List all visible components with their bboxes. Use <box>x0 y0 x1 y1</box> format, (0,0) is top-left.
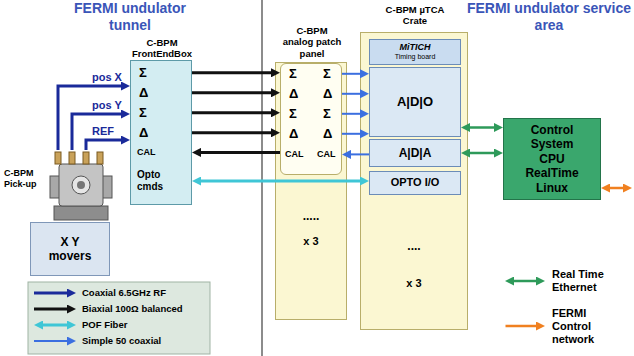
box-label: Control System CPU RealTime Linux <box>520 123 584 195</box>
coax-cable <box>342 73 365 75</box>
legend-line <box>506 325 541 328</box>
port-label: Σ <box>323 106 331 122</box>
port-label: CAL <box>285 149 304 160</box>
legend-text: Biaxial 100Ω balanced <box>82 303 206 314</box>
dac-board: A|D|A <box>369 139 461 167</box>
rf-coax-cable <box>86 140 126 150</box>
port-label: CAL <box>137 147 156 158</box>
legend-text: POF Fiber <box>82 319 206 330</box>
box-heading: C-BPM FrontEndBox <box>127 37 197 60</box>
adc-board: A|D|O <box>369 67 461 137</box>
rf-connector <box>97 152 103 164</box>
port-label: CAL <box>317 149 336 160</box>
ellipsis-mark: .... <box>361 239 467 253</box>
legend-text: Real Time Ethernet <box>552 268 618 294</box>
patch-panel: C-BPM analog patch panel.....x 3ΣΣΔΔΣΣΔΔ… <box>275 62 347 320</box>
legend-line <box>510 280 541 283</box>
biaxial-cable <box>197 151 281 154</box>
ellipsis-mark: ..... <box>276 209 346 223</box>
rf-connector <box>83 152 89 164</box>
port-label: Σ <box>139 65 147 81</box>
port-label: Σ <box>323 66 331 82</box>
port-label: Σ <box>139 105 147 121</box>
pickup-device: C-BPM Pick-up <box>50 150 112 222</box>
multiplier-label: x 3 <box>276 235 346 248</box>
legend-text: FERMI Control network <box>552 307 618 347</box>
coax-cable <box>342 113 365 115</box>
area-title: FERMI undulator service area <box>466 0 632 34</box>
legend-line <box>39 324 72 327</box>
signal-label: pos Y <box>92 99 122 112</box>
timing-board: MiTICHTiming board <box>369 39 461 65</box>
pickup-body <box>59 164 103 206</box>
legend-text: Coaxial 6.5GHz RF <box>82 287 206 298</box>
biaxial-cable <box>192 111 276 114</box>
biaxial-cable <box>192 131 276 134</box>
patch-connector-block: ΣΣΔΔΣΣΔΔCALCAL <box>280 63 342 175</box>
device-label: C-BPM Pick-up <box>4 168 48 190</box>
coax-cable <box>347 153 370 155</box>
box-label: X Y movers <box>44 235 96 264</box>
port-label: Opto cmds <box>137 169 169 193</box>
opto-board: OPTO I/O <box>369 171 461 195</box>
coax-cable <box>342 93 365 95</box>
cavity <box>72 176 90 194</box>
port-label: Δ <box>139 125 148 141</box>
box-heading: C-BPM analog patch panel <box>282 25 342 59</box>
port-label: Σ <box>289 66 297 82</box>
port-label: Δ <box>289 86 298 102</box>
board-name: A|D|O <box>397 94 433 110</box>
signal-label: pos X <box>92 71 122 84</box>
control-system-box: Control System CPU RealTime Linux <box>503 118 601 200</box>
board-subtitle: Timing board <box>395 53 436 61</box>
legend-panel <box>28 282 210 354</box>
frontend-box: C-BPM FrontEndBoxΣΔΣΔCALOpto cmds <box>130 60 192 205</box>
legend-line <box>34 292 72 295</box>
pickup-illustration <box>50 152 112 220</box>
area-divider <box>261 0 263 356</box>
rf-coax-cable <box>72 114 126 150</box>
port-label: Σ <box>289 106 297 122</box>
legend-text: Simple 50 coaxial <box>82 335 206 346</box>
signal-label: REF <box>92 125 114 138</box>
board-name: A|D|A <box>399 146 432 160</box>
rf-connector <box>69 152 75 164</box>
board-name: MiTICH <box>400 42 431 53</box>
ethernet-link <box>466 152 499 155</box>
multiplier-label: x 3 <box>361 277 467 290</box>
box-heading: C-BPM µTCA Crate <box>383 4 447 27</box>
pickup-mount <box>54 206 108 220</box>
biaxial-cable <box>192 91 276 94</box>
board-name: OPTO I/O <box>391 176 440 189</box>
fiber-link <box>197 180 365 183</box>
crate-box: C-BPM µTCA Crate....x 3MiTICHTiming boar… <box>360 32 468 330</box>
ethernet-link <box>466 126 499 129</box>
coax-cable <box>342 133 365 135</box>
port-label: Δ <box>323 86 332 102</box>
area-title: FERMI undulator tunnel <box>58 0 202 34</box>
port-label: Δ <box>289 126 298 142</box>
legend-line <box>34 340 72 342</box>
rf-connector <box>55 152 61 164</box>
rf-coax-cable <box>58 86 126 150</box>
beam-hole <box>77 181 85 189</box>
biaxial-cable <box>192 71 276 74</box>
port-label: Δ <box>323 126 332 142</box>
port-label: Δ <box>139 85 148 101</box>
mover-box: X Y movers <box>30 222 110 276</box>
control-network-link <box>606 187 628 190</box>
legend-line <box>34 308 72 311</box>
